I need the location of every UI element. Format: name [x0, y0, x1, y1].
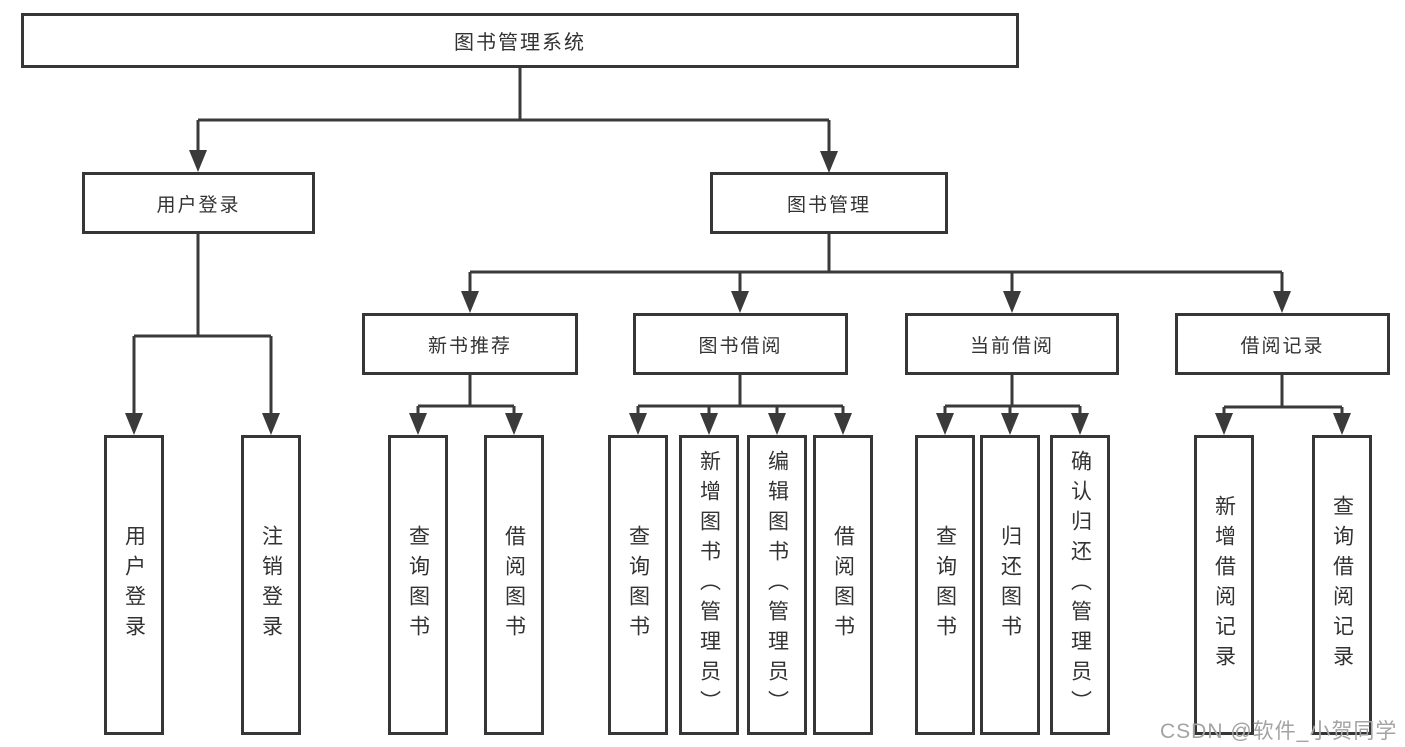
leaf-label: 查询图书 [933, 525, 957, 645]
leaf-label: 用户登录 [122, 525, 146, 645]
arrowhead [189, 150, 207, 172]
arrowhead [700, 413, 718, 435]
arrowhead [834, 413, 852, 435]
node-book-management-branch: 图书管理 [710, 172, 948, 234]
node-current-borrowing: 当前借阅 [905, 313, 1119, 375]
leaf-label: 编辑图书（管理员） [765, 450, 789, 720]
arrowhead [461, 291, 479, 313]
leaf-query-borrow-record: 查询借阅记录 [1312, 435, 1372, 735]
csdn-watermark: CSDN @软件_小贺同学 [1160, 720, 1398, 743]
leaf-logout: 注销登录 [241, 435, 301, 735]
connector-line [416, 375, 516, 416]
leaf-label: 注销登录 [259, 525, 283, 645]
arrowhead [1215, 413, 1233, 435]
connector-newbooks-to-leaves [416, 375, 516, 416]
connector-line [468, 234, 1284, 294]
node-borrowing-records: 借阅记录 [1175, 313, 1390, 375]
leaf-query-books-2: 查询图书 [608, 435, 668, 735]
node-new-book-recommendation: 新书推荐 [362, 313, 578, 375]
arrowhead [629, 413, 647, 435]
leaf-label: 借阅图书 [502, 525, 526, 645]
node-library-management-system: 图书管理系统 [21, 13, 1019, 68]
leaf-label: 新增借阅记录 [1212, 495, 1236, 675]
arrowhead [820, 151, 838, 173]
arrowhead [1001, 413, 1019, 435]
leaf-user-login: 用户登录 [104, 435, 164, 735]
connector-line [196, 68, 831, 153]
connector-bookmgmt-to-level3 [468, 234, 1284, 294]
leaf-borrow-books-2: 借阅图书 [813, 435, 873, 735]
leaf-edit-books-admin: 编辑图书（管理员） [747, 435, 807, 735]
arrowhead [1333, 413, 1351, 435]
leaf-return-books: 归还图书 [980, 435, 1040, 735]
leaf-label: 确认归还（管理员） [1068, 450, 1092, 720]
arrowhead [731, 291, 749, 313]
leaf-query-books-1: 查询图书 [388, 435, 448, 735]
arrowhead [936, 413, 954, 435]
arrowhead [1273, 291, 1291, 313]
leaf-label: 借阅图书 [831, 525, 855, 645]
arrowhead [505, 413, 523, 435]
connector-currentborrow-to-leaves [943, 375, 1082, 416]
connector-root-to-level2 [196, 68, 831, 153]
leaf-query-books-3: 查询图书 [915, 435, 975, 735]
node-book-borrowing: 图书借阅 [633, 313, 848, 375]
leaf-add-borrow-record: 新增借阅记录 [1194, 435, 1254, 735]
node-user-login-branch: 用户登录 [82, 172, 315, 234]
arrowhead [1003, 291, 1021, 313]
arrowhead [262, 413, 280, 435]
leaf-label: 新增图书（管理员） [697, 450, 721, 720]
leaf-label: 查询图书 [406, 525, 430, 645]
connector-borrowrecords-to-leaves [1222, 375, 1344, 416]
connector-userlogin-to-leaves [132, 234, 273, 416]
leaf-borrow-books-1: 借阅图书 [484, 435, 544, 735]
connector-line [636, 375, 845, 416]
connector-line [943, 375, 1082, 416]
arrowhead [409, 413, 427, 435]
leaf-confirm-return-admin: 确认归还（管理员） [1050, 435, 1110, 735]
arrowhead [768, 413, 786, 435]
connector-bookborrow-to-leaves [636, 375, 845, 416]
arrowhead [125, 413, 143, 435]
leaf-label: 查询图书 [626, 525, 650, 645]
leaf-label: 归还图书 [998, 525, 1022, 645]
leaf-label: 查询借阅记录 [1330, 495, 1354, 675]
connector-line [1222, 375, 1344, 416]
connector-line [132, 234, 273, 416]
arrowhead [1071, 413, 1089, 435]
leaf-add-books-admin: 新增图书（管理员） [679, 435, 739, 735]
